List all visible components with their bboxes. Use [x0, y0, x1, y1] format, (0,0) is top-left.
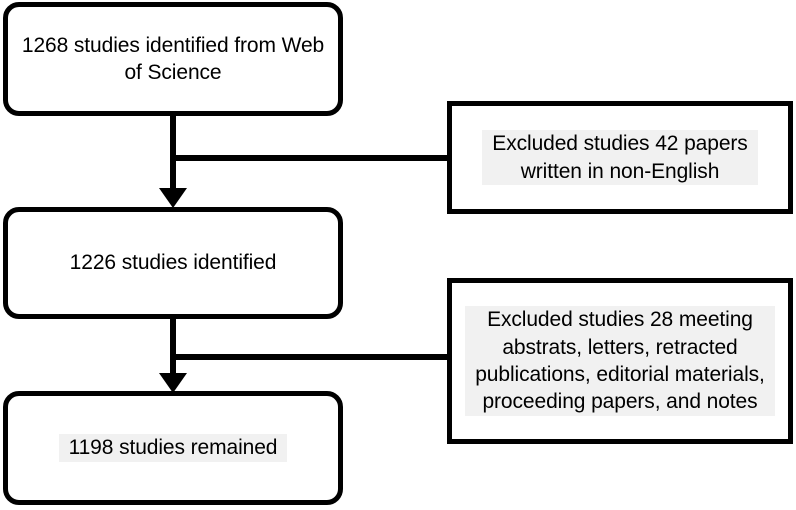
node-excluded-type-label: Excluded studies 28 meeting abstrats, le…	[465, 306, 775, 416]
connector-identified-to-excluded-language	[170, 155, 451, 161]
connector-identified-to-after-language	[170, 114, 176, 194]
node-after-language-filter-label: 1226 studies identified	[69, 251, 277, 275]
node-excluded-type: Excluded studies 28 meeting abstrats, le…	[447, 278, 793, 444]
node-studies-remained-label: 1198 studies remained	[58, 434, 288, 462]
arrowhead-after-language-to-remained	[159, 373, 187, 393]
connector-after-language-to-excluded-type	[170, 354, 451, 360]
node-after-language-filter: 1226 studies identified	[3, 207, 343, 319]
node-studies-identified-label: 1268 studies identified from Web of Scie…	[21, 33, 325, 84]
node-studies-remained: 1198 studies remained	[3, 391, 343, 505]
node-excluded-language-label: Excluded studies 42 papers written in no…	[482, 130, 758, 185]
arrowhead-identified-to-after-language	[159, 188, 187, 208]
node-excluded-language: Excluded studies 42 papers written in no…	[447, 101, 793, 214]
node-studies-identified: 1268 studies identified from Web of Scie…	[3, 2, 343, 116]
connector-after-language-to-remained	[170, 317, 176, 380]
